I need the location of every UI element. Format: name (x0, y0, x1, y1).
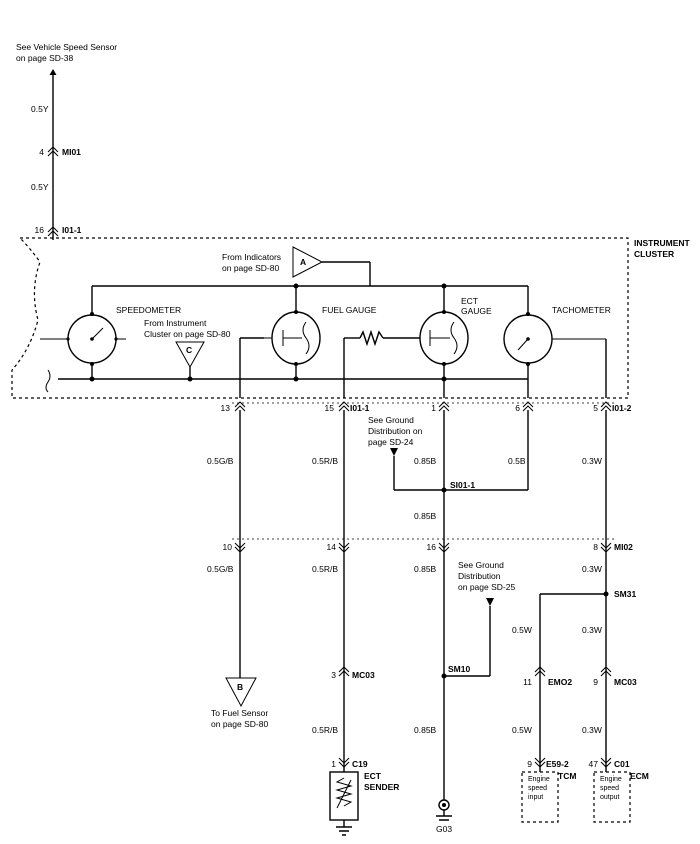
wire-label: 0.5W (512, 625, 532, 635)
fuel-gauge-label: FUEL GAUGE (322, 305, 377, 315)
ground-symbol (336, 826, 352, 836)
wire-label: 0.5B (508, 456, 526, 466)
to-fuel-sensor-2: on page SD-80 (211, 719, 268, 729)
resistor (359, 329, 384, 347)
wire-label: 0.3W (582, 725, 602, 735)
pin-number: 9 (527, 759, 532, 769)
ecm-box (593, 771, 631, 823)
ect-gauge-label-1: ECT (461, 296, 478, 306)
pin-number: 15 (325, 403, 335, 413)
flag-b-label: B (237, 682, 243, 692)
pin-number: 9 (593, 677, 598, 687)
vss-ref-line1: See Vehicle Speed Sensor (16, 42, 117, 52)
vss-ref-line2: on page SD-38 (16, 53, 73, 63)
cluster-title-1: INSTRUMENT (634, 238, 691, 248)
ground-g03-label: G03 (436, 824, 452, 834)
tcm-box (521, 771, 559, 823)
connector-i012: I01-2 (612, 403, 632, 413)
from-cluster-1: From Instrument (144, 318, 207, 328)
connector-i011: I01-1 (350, 403, 370, 413)
flag-a-label: A (300, 257, 306, 267)
pin-number: 14 (327, 542, 337, 552)
ecm-desc-2: speed (600, 785, 619, 792)
wire-label: 0.5G/B (207, 564, 234, 574)
tcm-desc-1: Engine (528, 776, 550, 783)
pin-number: 16 (35, 225, 45, 235)
connector-emo2: EMO2 (548, 677, 572, 687)
tachometer-label: TACHOMETER (552, 305, 611, 315)
gnd25-ref-2: Distribution (458, 571, 501, 581)
pin-number: 10 (223, 542, 233, 552)
ecm-desc-1: Engine (600, 776, 622, 783)
wire-label: 0.5Y (31, 182, 49, 192)
connector-mi01: MI01 (62, 147, 81, 157)
ecm-label: ECM (630, 771, 649, 781)
pin-number: 11 (523, 677, 532, 687)
instrument-cluster-boundary (11, 237, 629, 399)
wire-label: 0.5R/B (312, 564, 338, 574)
wire-label: 0.85B (414, 564, 437, 574)
wire-label: 0.5G/B (207, 456, 234, 466)
ect-sender-label-1: ECT (364, 771, 382, 781)
from-cluster-2: Cluster on page SD-80 (144, 329, 231, 339)
connector-c19: C19 (352, 759, 368, 769)
tcm-desc-3: input (528, 794, 543, 801)
pin-number: 1 (431, 403, 436, 413)
pin-number: 16 (427, 542, 437, 552)
wire-label: 0.85B (414, 511, 437, 521)
connector-c01: C01 (614, 759, 630, 769)
gnd25-ref-3: on page SD-25 (458, 582, 515, 592)
wire-label: 0.85B (414, 725, 437, 735)
from-indicators-2: on page SD-80 (222, 263, 279, 273)
flag-a (292, 246, 324, 278)
splice-si011: SI01-1 (450, 480, 475, 490)
wire-label: 0.5R/B (312, 456, 338, 466)
connector-e592: E59-2 (546, 759, 569, 769)
pin-number: 8 (593, 542, 598, 552)
to-fuel-sensor-1: To Fuel Sensor (211, 708, 268, 718)
gnd24-ref-3: page SD-24 (368, 437, 414, 447)
pin-number: 1 (331, 759, 336, 769)
from-indicators-1: From Indicators (222, 252, 281, 262)
ect-gauge-label-2: GAUGE (461, 306, 492, 316)
connector-i011-top: I01-1 (62, 225, 82, 235)
gnd24-ref-2: Distribution on (368, 426, 423, 436)
ect-sender-label-2: SENDER (364, 782, 399, 792)
tcm-desc-2: speed (528, 785, 547, 792)
connector-i011-top-mark (47, 226, 59, 237)
tcm-label: TCM (558, 771, 576, 781)
wire-label: 0.5R/B (312, 725, 338, 735)
wire-label: 0.5W (512, 725, 532, 735)
pin-number: 13 (221, 403, 231, 413)
connector-mc03-b: MC03 (614, 677, 637, 687)
splice-sm10: SM10 (448, 664, 470, 674)
pin-number: 3 (331, 670, 336, 680)
pin-number: 6 (515, 403, 520, 413)
pin-number: 47 (589, 759, 599, 769)
gnd25-ref-1: See Ground (458, 560, 504, 570)
pin-number: 4 (39, 147, 44, 157)
pin-number: 5 (593, 403, 598, 413)
vss-arrow (49, 69, 57, 75)
wire-label: 0.3W (582, 564, 602, 574)
splice-sm31: SM31 (614, 589, 636, 599)
wire-label: 0.5Y (31, 104, 49, 114)
wire-label: 0.3W (582, 625, 602, 635)
flag-c-label: C (186, 345, 192, 355)
wire-label: 0.3W (582, 456, 602, 466)
ecm-desc-3: output (600, 794, 620, 801)
gnd24-ref-1: See Ground (368, 415, 414, 425)
cluster-title-2: CLUSTER (634, 249, 674, 259)
wire-label: 0.85B (414, 456, 437, 466)
connector-mi02: MI02 (614, 542, 633, 552)
flag-c (175, 341, 205, 369)
flag-b (225, 677, 257, 708)
connector-mc03-a: MC03 (352, 670, 375, 680)
connector-mi01-mark (47, 146, 59, 157)
speedometer-label: SPEEDOMETER (116, 305, 181, 315)
